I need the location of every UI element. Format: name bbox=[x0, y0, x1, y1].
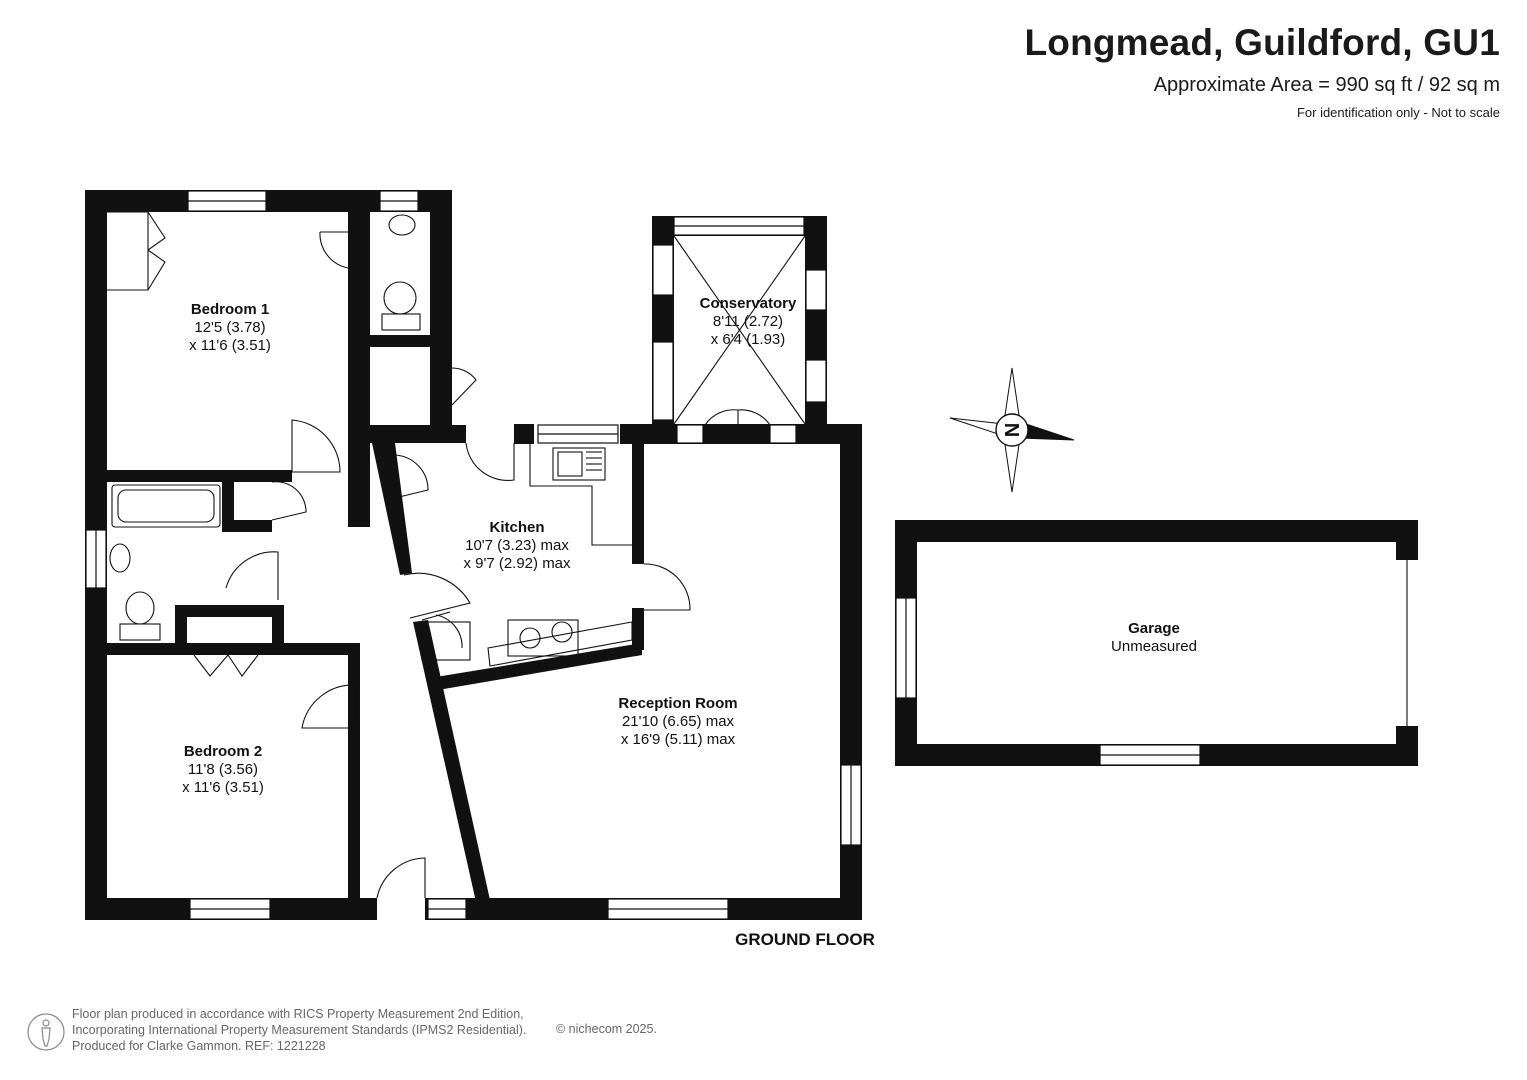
kitchen-name: Kitchen bbox=[489, 519, 544, 536]
reception-dim1: 21'10 (6.65) max bbox=[622, 713, 735, 730]
garage-name: Garage bbox=[1128, 620, 1180, 637]
compass-north-letter: N bbox=[1000, 423, 1022, 437]
footer-text: Floor plan produced in accordance with R… bbox=[72, 1006, 526, 1054]
windows bbox=[85, 190, 1201, 920]
conservatory-dim1: 8'11 (2.72) bbox=[713, 313, 783, 330]
reception-name: Reception Room bbox=[618, 695, 737, 712]
reception-dim2: x 16'9 (5.11) max bbox=[621, 731, 736, 748]
garage-dim1: Unmeasured bbox=[1111, 638, 1197, 655]
kitchen-dim2: x 9'7 (2.92) max bbox=[463, 555, 571, 572]
bedroom2-name: Bedroom 2 bbox=[184, 743, 262, 760]
floor-label: GROUND FLOOR bbox=[735, 930, 875, 949]
property-title: Longmead, Guildford, GU1 bbox=[1024, 22, 1500, 63]
bedroom1-name: Bedroom 1 bbox=[191, 301, 269, 318]
bedroom2-dim1: 11'8 (3.56) bbox=[188, 761, 258, 778]
footer-line-3: Produced for Clarke Gammon. REF: 1221228 bbox=[72, 1039, 326, 1053]
fixtures bbox=[107, 211, 1408, 899]
copyright: © nichecom 2025. bbox=[556, 1022, 657, 1036]
bedroom1-dim2: x 11'6 (3.51) bbox=[189, 337, 271, 354]
walls bbox=[85, 190, 1418, 920]
bedroom1-dim1: 12'5 (3.78) bbox=[194, 319, 265, 336]
conservatory-name: Conservatory bbox=[700, 295, 797, 312]
bedroom2-dim2: x 11'6 (3.51) bbox=[182, 779, 264, 796]
approximate-area: Approximate Area = 990 sq ft / 92 sq m bbox=[1153, 74, 1500, 96]
kitchen-dim1: 10'7 (3.23) max bbox=[465, 537, 569, 554]
compass: N bbox=[949, 367, 1075, 493]
scale-note: For identification only - Not to scale bbox=[1296, 105, 1500, 120]
footer-line-2: Incorporating International Property Mea… bbox=[72, 1023, 527, 1037]
person-icon bbox=[27, 1013, 65, 1051]
footer-line-1: Floor plan produced in accordance with R… bbox=[72, 1007, 524, 1021]
room-labels: Bedroom 1 12'5 (3.78) x 11'6 (3.51) Bedr… bbox=[182, 295, 1197, 949]
conservatory-dim2: x 6'4 (1.93) bbox=[711, 331, 786, 348]
